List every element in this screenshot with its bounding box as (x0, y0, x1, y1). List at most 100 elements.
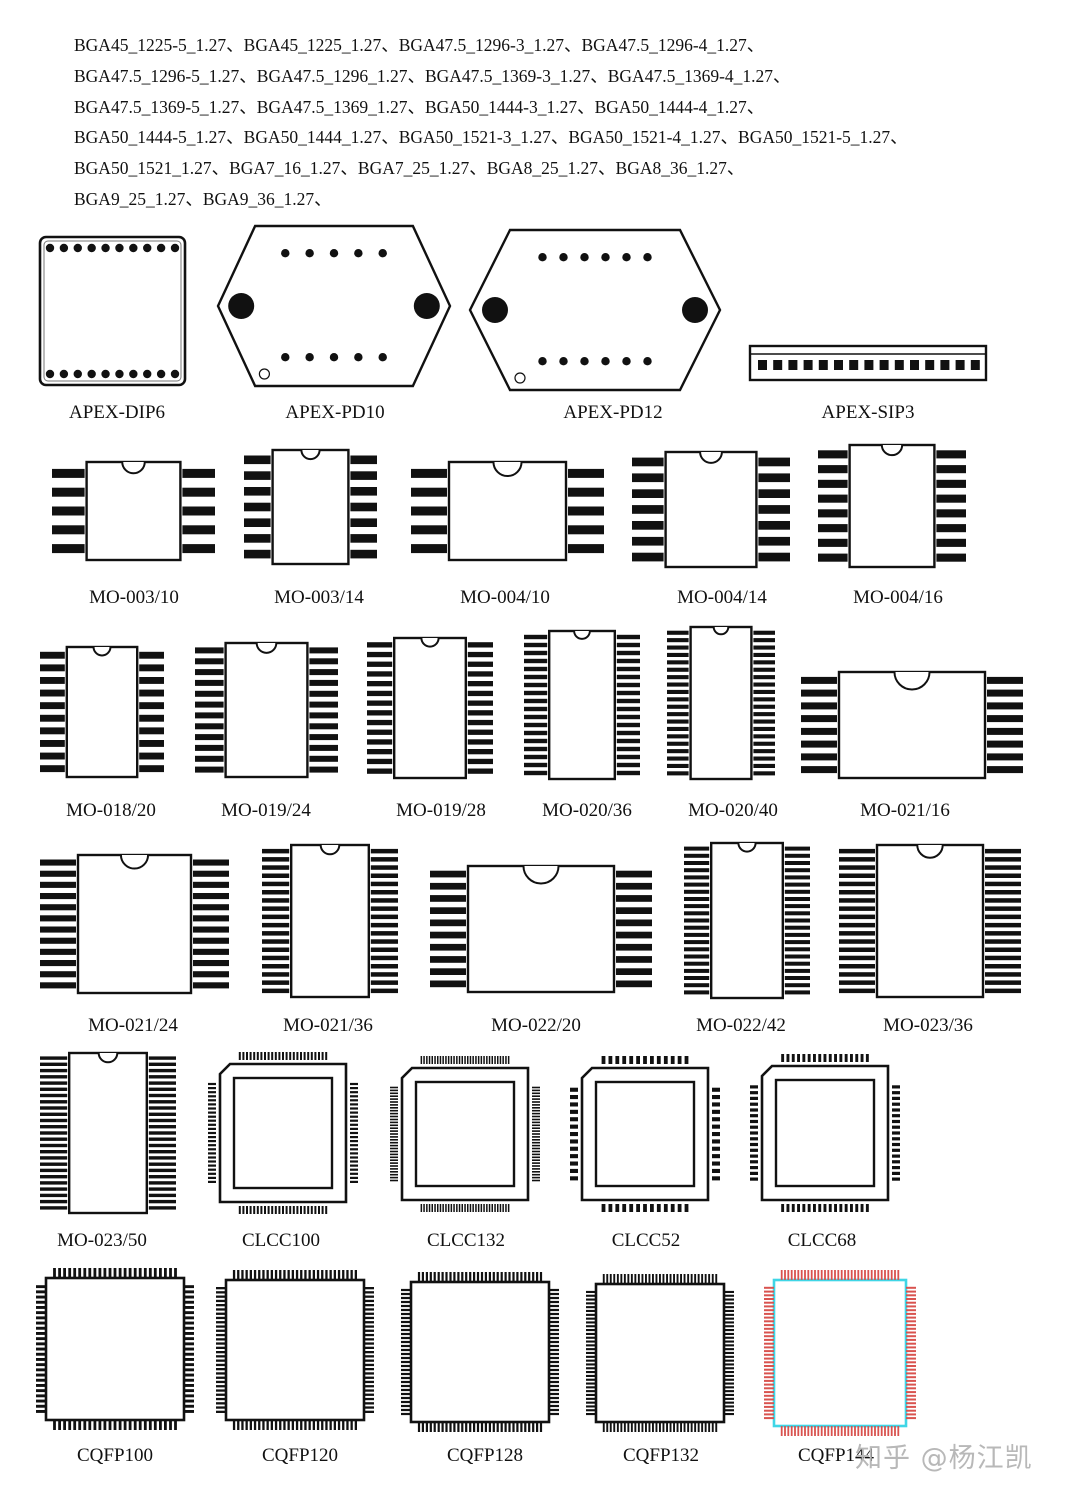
pad (486, 1204, 488, 1212)
lead (906, 1417, 916, 1420)
package-label: MO-004/10 (460, 587, 550, 608)
pad (570, 1102, 578, 1107)
lead (441, 1272, 444, 1282)
lead (148, 1056, 176, 1060)
pad (350, 1140, 358, 1143)
dip-package (684, 841, 810, 1000)
lead (40, 1075, 68, 1079)
lead (524, 1422, 527, 1432)
lead (724, 1355, 734, 1358)
lead (139, 752, 164, 760)
lead (524, 642, 548, 648)
lead (421, 1422, 424, 1432)
lead (342, 1420, 345, 1430)
lead (715, 1274, 718, 1284)
pin-dot (601, 357, 610, 366)
lead (549, 1296, 559, 1300)
lead (906, 1413, 916, 1416)
lead (40, 1081, 68, 1085)
lead (350, 534, 377, 543)
lead (457, 1272, 460, 1282)
pad (390, 1121, 398, 1124)
pad (390, 1147, 398, 1150)
pad (712, 1124, 720, 1129)
lead (367, 729, 393, 735)
lead (645, 1422, 647, 1432)
pad (670, 1204, 675, 1212)
lead (549, 1360, 559, 1364)
lead (764, 1365, 774, 1367)
pad (350, 1156, 358, 1159)
package-label: CQFP128 (446, 1445, 524, 1466)
pin-dot (170, 243, 180, 253)
lead (801, 689, 837, 697)
lead (430, 968, 466, 975)
lead (549, 1332, 559, 1336)
lead (370, 881, 398, 887)
pad (818, 1054, 822, 1062)
apex-sip-package (748, 344, 988, 382)
lead (630, 1422, 633, 1432)
lead (40, 915, 76, 922)
pad (818, 1204, 822, 1212)
lead (364, 1325, 374, 1328)
lead (616, 634, 640, 640)
lead (370, 857, 398, 862)
lead (711, 1274, 714, 1284)
lead (36, 1363, 46, 1367)
lead (98, 1420, 102, 1430)
lead (364, 1376, 374, 1379)
lead (906, 1301, 916, 1304)
pad (892, 1171, 900, 1175)
lead (586, 1397, 596, 1400)
lead (549, 1352, 559, 1356)
lead (616, 907, 652, 914)
lead (401, 1408, 411, 1412)
lead (586, 1298, 596, 1301)
lead (818, 509, 848, 518)
pin (910, 360, 919, 370)
lead (655, 1274, 658, 1284)
lead (632, 489, 664, 498)
lead (724, 1290, 734, 1293)
lead (370, 890, 398, 895)
lead (724, 1306, 734, 1309)
pad (475, 1204, 477, 1212)
pin-dot (305, 249, 314, 258)
lead (195, 766, 224, 773)
mount-hole (482, 297, 508, 323)
lead (309, 744, 338, 751)
package-body (664, 450, 758, 569)
lead (195, 755, 224, 762)
lead (532, 1422, 535, 1432)
lead (148, 1100, 176, 1104)
lead (36, 1311, 46, 1315)
lead (309, 658, 338, 665)
lead (216, 1406, 226, 1409)
pad (494, 1204, 496, 1212)
pad (892, 1119, 900, 1124)
pin1-notch (573, 630, 591, 640)
lead (52, 506, 85, 516)
lead (401, 1396, 411, 1400)
lead (684, 875, 710, 880)
lead (985, 914, 1021, 920)
lead (401, 1300, 411, 1304)
lead (337, 1420, 341, 1430)
lead (839, 873, 875, 878)
pad (532, 1112, 540, 1115)
lead (652, 1274, 654, 1284)
pad (532, 1133, 540, 1135)
lead (401, 1356, 411, 1360)
lead (801, 766, 837, 774)
pin (803, 360, 813, 370)
pad (532, 1089, 540, 1092)
package-label: CQFP120 (261, 1445, 339, 1466)
pad (350, 1082, 358, 1086)
lead (586, 1355, 596, 1358)
lead (148, 1268, 152, 1278)
pad (844, 1204, 848, 1212)
pad (289, 1206, 292, 1214)
lead (128, 1268, 132, 1278)
pad (260, 1206, 263, 1214)
